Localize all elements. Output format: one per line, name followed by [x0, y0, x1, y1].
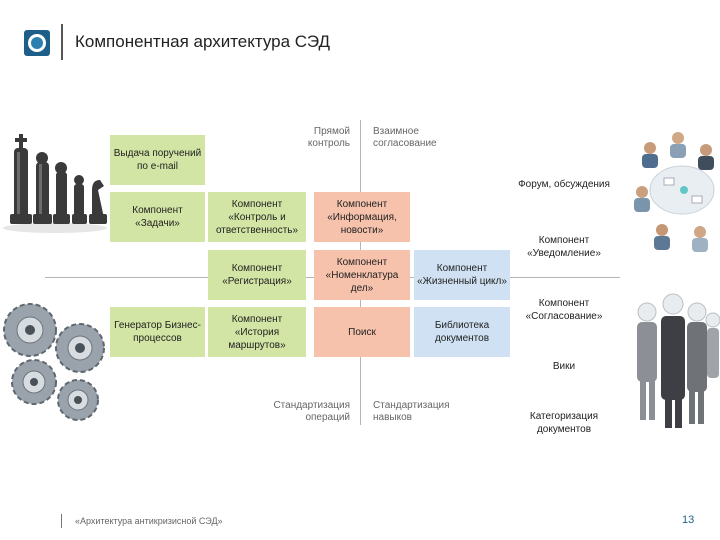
- box-library: Библиотека документов: [414, 307, 510, 357]
- box-control: Компонент «Контроль и ответственность»: [208, 192, 306, 242]
- box-route-history: Компонент «История маршрутов»: [208, 307, 306, 357]
- box-issue-email: Выдача поручений по e-mail: [110, 135, 205, 185]
- team-meeting-image: [620, 120, 720, 280]
- box-generator: Генератор Бизнес-процессов: [110, 307, 205, 357]
- gears-image: [0, 296, 110, 426]
- box-lifecycle: Компонент «Жизненный цикл»: [414, 250, 510, 300]
- footer-divider: [61, 514, 62, 528]
- footer-text: «Архитектура антикризисной СЭД»: [75, 516, 223, 526]
- box-tasks: Компонент «Задачи»: [110, 192, 205, 242]
- business-people-image: [625, 290, 720, 430]
- label-notification: Компонент «Уведомление»: [527, 235, 601, 259]
- box-search: Поиск: [314, 307, 410, 357]
- label-standardization-skills: Стандартизация навыков: [373, 400, 450, 423]
- box-information: Компонент «Информация, новости»: [314, 192, 410, 242]
- label-forum: Форум, обсуждения: [518, 179, 610, 190]
- label-wiki: Вики: [552, 361, 576, 372]
- label-categorization: Категоризация документов: [529, 411, 599, 435]
- page-title: Компонентная архитектура СЭД: [75, 32, 331, 51]
- logo-icon: [24, 30, 50, 56]
- title-divider: [61, 24, 63, 60]
- box-registration: Компонент «Регистрация»: [208, 250, 306, 300]
- page-number: 13: [682, 514, 695, 526]
- chess-pieces-image: [0, 128, 110, 236]
- label-mutual-agreement: Взаимное согласование: [373, 126, 437, 149]
- label-direct-control: Прямой контроль: [307, 126, 350, 149]
- label-approval: Компонент «Согласование»: [525, 298, 603, 322]
- box-nomenclature: Компонент «Номенклатура дел»: [314, 250, 410, 300]
- label-standardization-operations: Стандартизация операций: [273, 400, 350, 423]
